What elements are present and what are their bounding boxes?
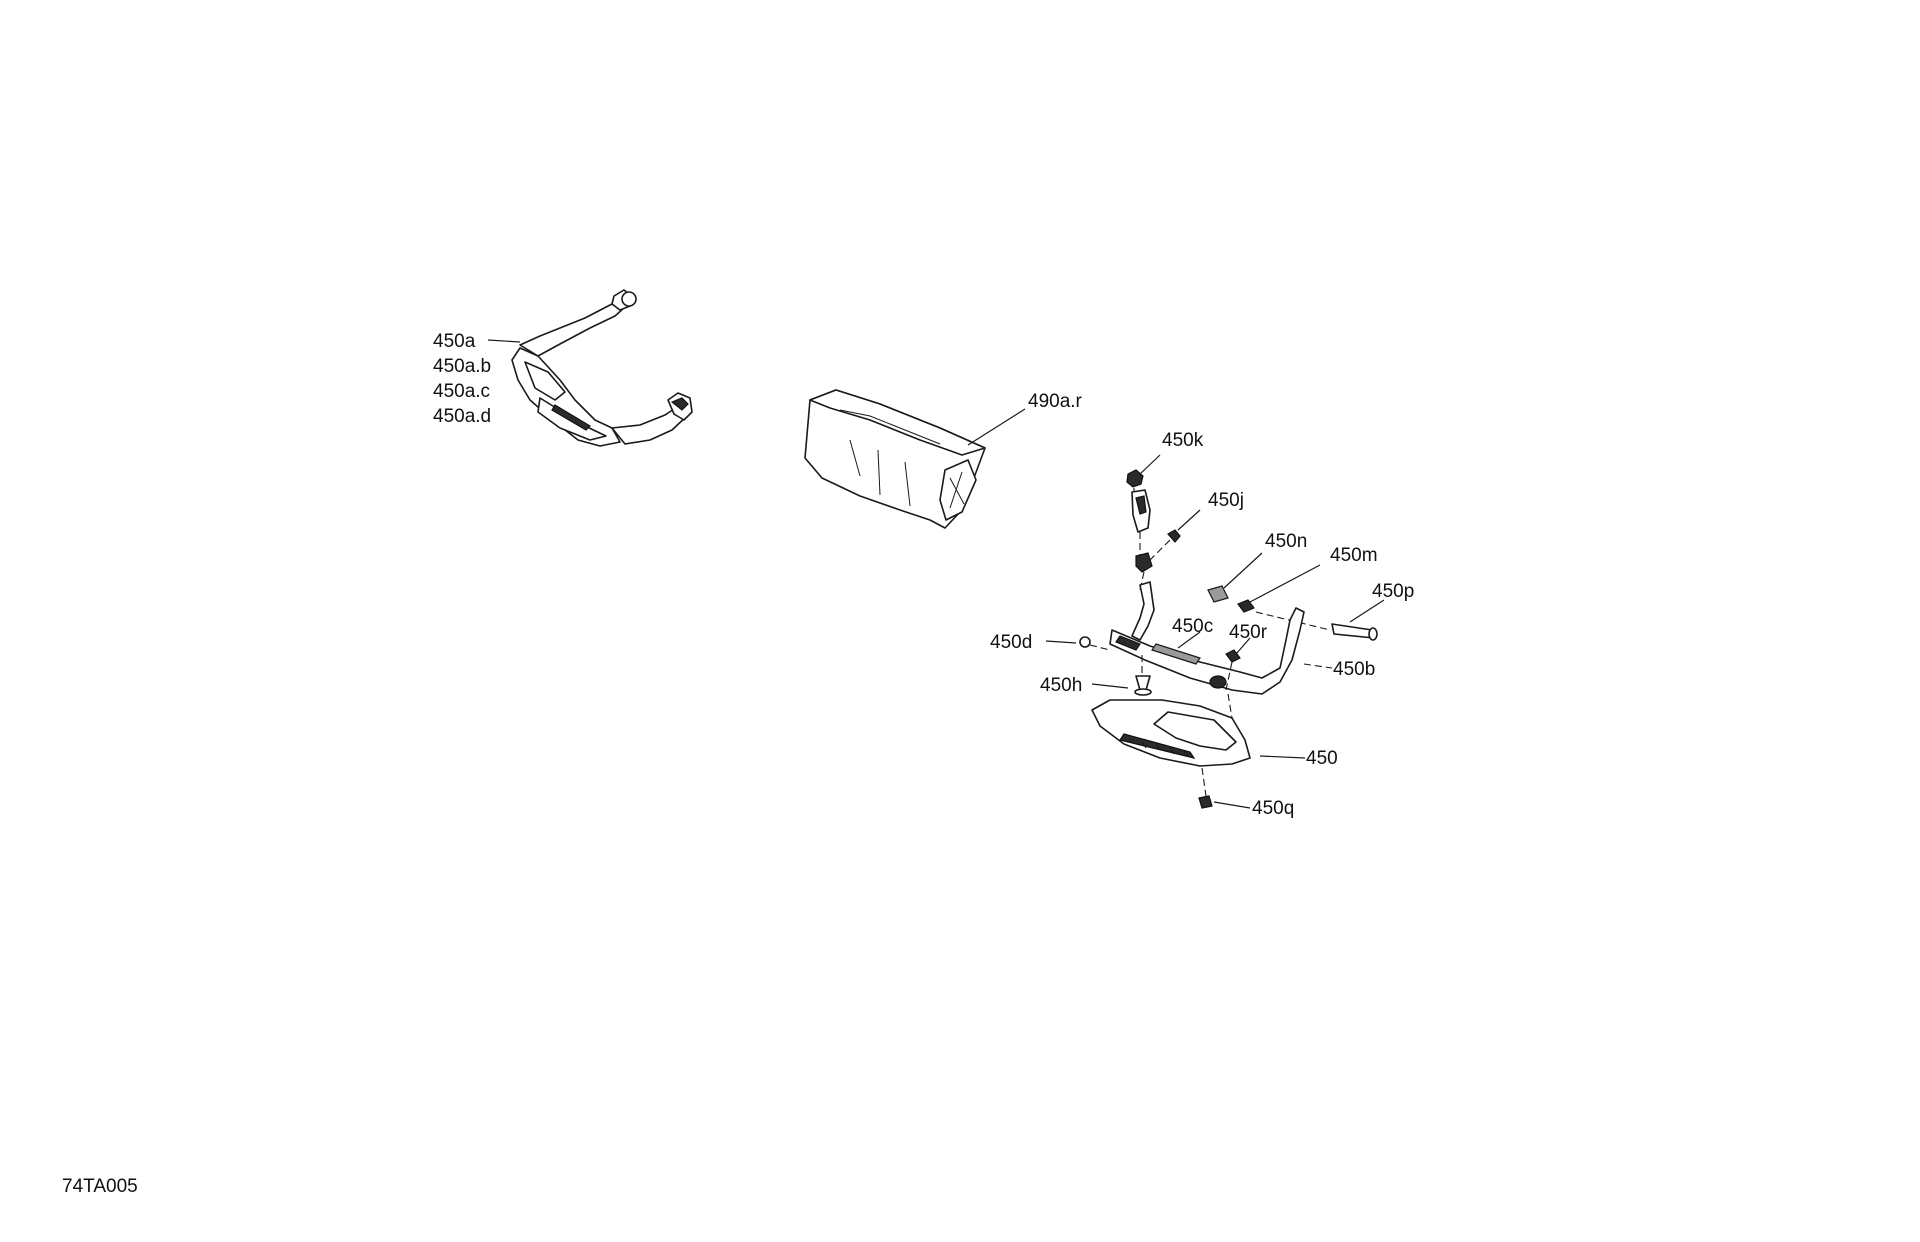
callout-450k: 450k <box>1162 430 1204 451</box>
callout-450b: 450b <box>1333 659 1375 680</box>
callout-490a-r: 490a.r <box>1028 391 1083 412</box>
callout-450a-c: 450a.c <box>433 381 490 402</box>
callout-450m: 450m <box>1330 545 1378 566</box>
callout-450q: 450q <box>1252 798 1294 819</box>
callout-450j: 450j <box>1208 490 1244 511</box>
callout-450a-b: 450a.b <box>433 356 491 377</box>
cover-490a-r <box>804 389 1026 529</box>
figure-code: 74TA005 <box>62 1176 138 1197</box>
callout-450c: 450c <box>1172 616 1213 637</box>
callout-450r: 450r <box>1229 622 1268 643</box>
handguard-assembly-450 <box>1045 454 1385 809</box>
callout-450n: 450n <box>1265 531 1307 552</box>
callout-450h: 450h <box>1040 675 1082 696</box>
callout-450: 450 <box>1306 748 1338 769</box>
callout-450a: 450a <box>433 331 476 352</box>
callout-450a-d: 450a.d <box>433 406 491 427</box>
callout-450p: 450p <box>1372 581 1414 602</box>
callout-450d: 450d <box>990 632 1032 653</box>
handguard-assembly-450a <box>487 289 693 447</box>
